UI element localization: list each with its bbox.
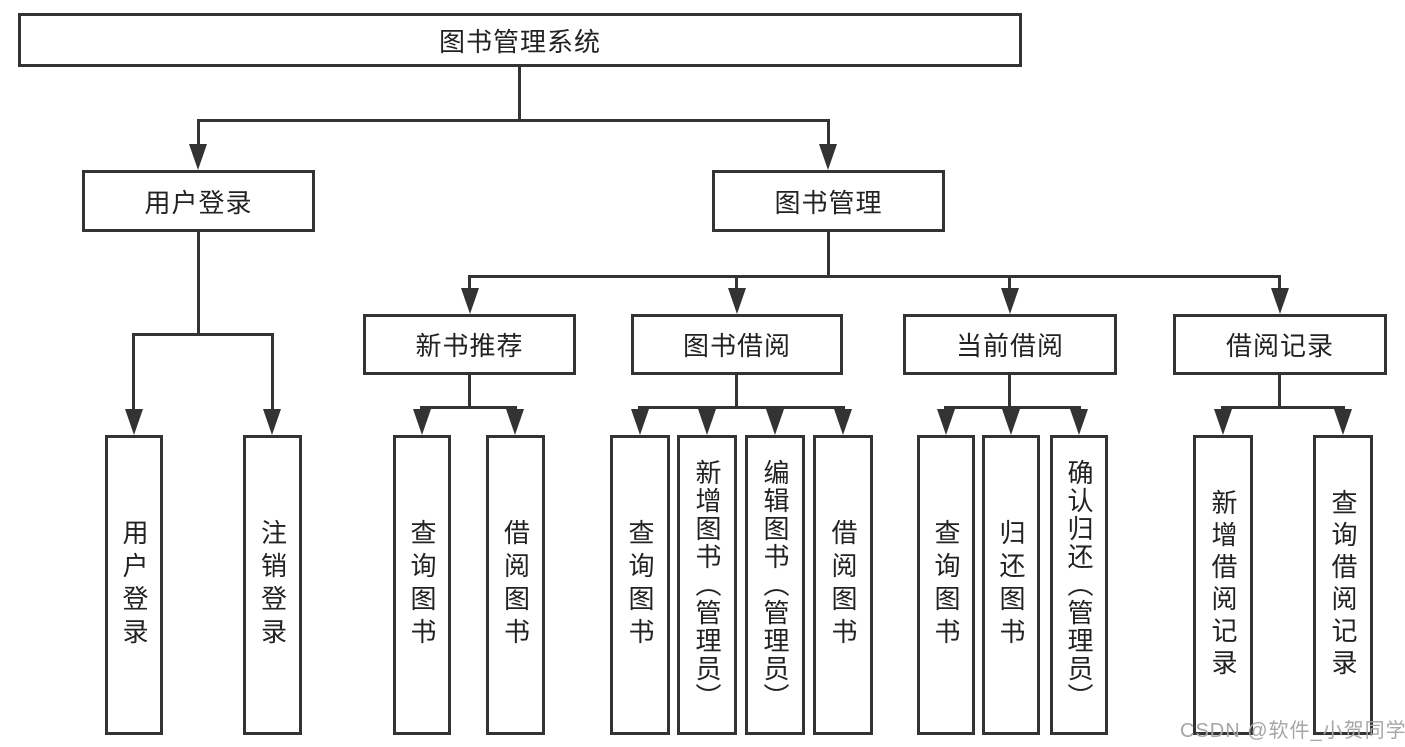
arrow-down-icon — [189, 144, 207, 170]
arrow-down-icon — [125, 409, 143, 435]
leaf-cb-confirm-return-admin: 确认归还（管理员） — [1050, 435, 1108, 735]
connector-level3-bus — [468, 275, 1281, 278]
arrow-down-icon — [937, 409, 955, 435]
arrow-down-icon — [834, 409, 852, 435]
node-book-borrow: 图书借阅 — [631, 314, 843, 375]
arrow-down-icon — [698, 409, 716, 435]
node-borrow-records: 借阅记录 — [1173, 314, 1387, 375]
connector-user-login-bus — [132, 333, 274, 336]
leaf-user-login: 用户登录 — [105, 435, 163, 735]
arrow-down-icon — [1001, 288, 1019, 314]
connector-drop-borrow — [735, 275, 738, 291]
arrow-down-icon — [506, 409, 524, 435]
leaf-br-add-record: 新增借阅记录 — [1193, 435, 1253, 735]
arrow-down-icon — [263, 409, 281, 435]
connector-root-stub — [518, 67, 521, 121]
connector-level2-bus — [197, 119, 830, 122]
arrow-down-icon — [631, 409, 649, 435]
leaf-bb-add-books-admin: 新增图书（管理员） — [677, 435, 737, 735]
connector-drop-current — [1008, 275, 1011, 291]
node-book-management: 图书管理 — [712, 170, 945, 232]
connector-current-bus — [944, 406, 1081, 409]
connector-records-stub — [1278, 375, 1281, 408]
leaf-nb-query-books: 查询图书 — [393, 435, 451, 735]
leaf-nb-borrow-books: 借阅图书 — [486, 435, 545, 735]
connector-drop-new-books — [468, 275, 471, 291]
connector-borrow-bus — [638, 406, 845, 409]
connector-book-mgmt-stub — [827, 232, 830, 277]
arrow-down-icon — [1334, 409, 1352, 435]
arrow-down-icon — [1070, 409, 1088, 435]
leaf-cb-query-books: 查询图书 — [917, 435, 975, 735]
connector-new-books-stub — [468, 375, 471, 408]
arrow-down-icon — [1214, 409, 1232, 435]
connector-drop-book-mgmt — [827, 119, 830, 147]
connector-records-bus — [1221, 406, 1345, 409]
leaf-br-query-record: 查询借阅记录 — [1313, 435, 1373, 735]
arrow-down-icon — [1271, 288, 1289, 314]
leaf-cb-return-books: 归还图书 — [982, 435, 1040, 735]
node-user-login: 用户登录 — [82, 170, 315, 232]
arrow-down-icon — [1002, 409, 1020, 435]
connector-new-books-bus — [420, 406, 517, 409]
node-new-book-recommend: 新书推荐 — [363, 314, 576, 375]
csdn-watermark: CSDN @软件_小贺同学 — [1180, 720, 1405, 742]
connector-drop-leaf-login — [132, 333, 135, 412]
arrow-down-icon — [728, 288, 746, 314]
arrow-down-icon — [413, 409, 431, 435]
leaf-bb-edit-books-admin: 编辑图书（管理员） — [745, 435, 805, 735]
connector-drop-leaf-logout — [271, 333, 274, 412]
node-current-borrow: 当前借阅 — [903, 314, 1117, 375]
arrow-down-icon — [819, 144, 837, 170]
connector-current-stub — [1008, 375, 1011, 408]
connector-user-login-stub — [197, 232, 200, 335]
connector-drop-user-login — [197, 119, 200, 147]
connector-borrow-stub — [735, 375, 738, 408]
leaf-bb-query-books: 查询图书 — [610, 435, 670, 735]
connector-drop-records — [1278, 275, 1281, 291]
arrow-down-icon — [766, 409, 784, 435]
node-root-system: 图书管理系统 — [18, 13, 1022, 67]
leaf-logout: 注销登录 — [243, 435, 302, 735]
arrow-down-icon — [461, 288, 479, 314]
leaf-bb-borrow-books: 借阅图书 — [813, 435, 873, 735]
